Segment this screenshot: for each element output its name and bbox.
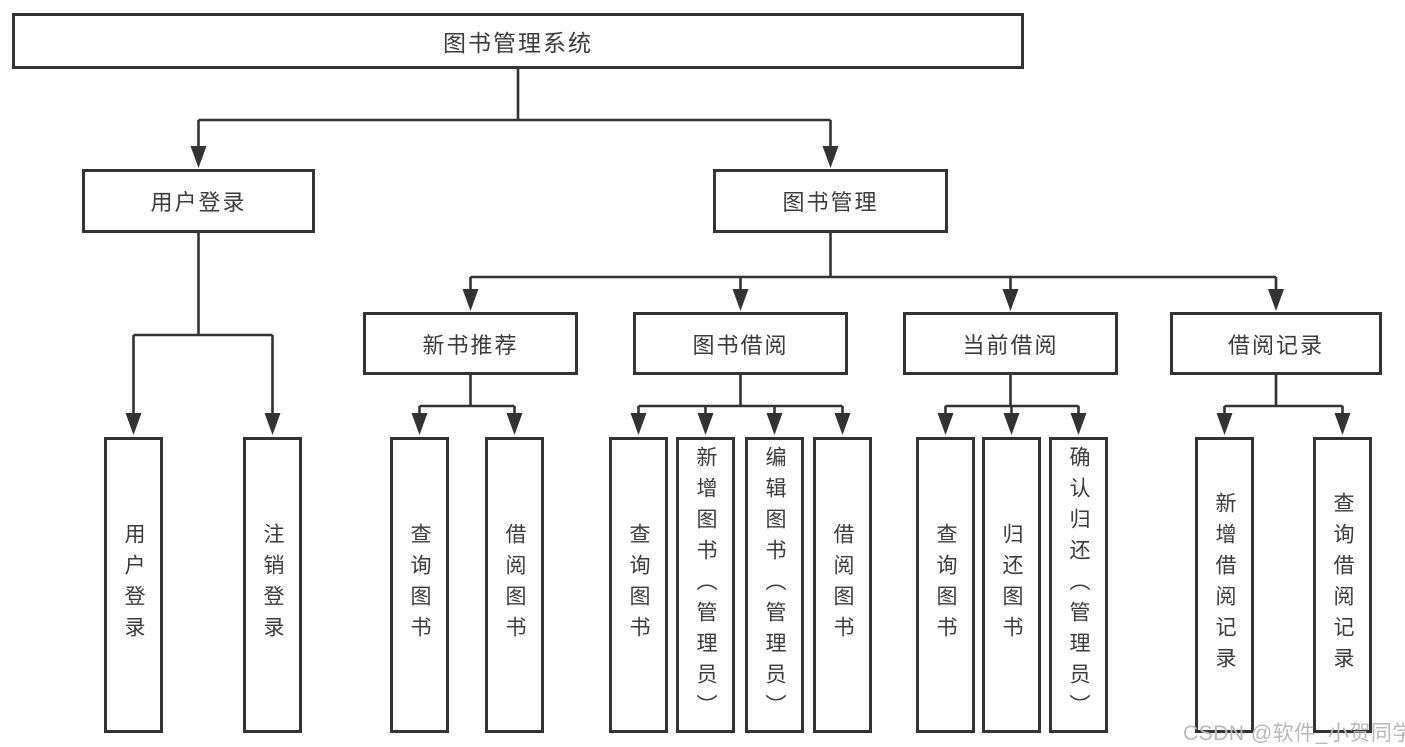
node-book-borrow: 图书借阅 (633, 312, 848, 375)
leaf-user-login: 用户登录 (104, 437, 163, 733)
leaf-newbook-query-books-label: 查询图书 (408, 523, 431, 647)
leaf-newbook-borrow-books-label: 借阅图书 (503, 523, 526, 647)
leaf-add-borrow-record-label: 新增借阅记录 (1213, 492, 1236, 678)
leaf-current-query-books: 查询图书 (916, 437, 975, 733)
leaf-query-borrow-record-label: 查询借阅记录 (1331, 492, 1354, 678)
node-user-login-label: 用户登录 (150, 190, 247, 215)
leaf-return-books: 归还图书 (982, 437, 1041, 733)
node-root: 图书管理系统 (12, 13, 1024, 69)
node-book-management-label: 图书管理 (782, 190, 879, 215)
watermark: CSDN @软件_小贺同学 (1183, 722, 1405, 745)
leaf-logout-label: 注销登录 (261, 523, 284, 647)
node-root-label: 图书管理系统 (443, 30, 593, 56)
leaf-add-books-admin: 新增图书（管理员） (676, 437, 735, 733)
node-book-management: 图书管理 (713, 169, 948, 233)
node-book-borrow-label: 图书借阅 (692, 332, 789, 358)
node-borrow-records: 借阅记录 (1170, 312, 1382, 375)
leaf-borrow-query-books-label: 查询图书 (627, 523, 650, 647)
node-user-login: 用户登录 (82, 169, 315, 233)
node-new-book-recommend: 新书推荐 (363, 312, 578, 375)
leaf-edit-books-admin: 编辑图书（管理员） (745, 437, 804, 733)
node-borrow-records-label: 借阅记录 (1227, 332, 1324, 358)
leaf-confirm-return-admin: 确认归还（管理员） (1049, 437, 1108, 733)
leaf-borrow-books-label: 借阅图书 (831, 523, 854, 647)
leaf-user-login-label: 用户登录 (122, 523, 145, 647)
node-new-book-recommend-label: 新书推荐 (422, 332, 519, 358)
leaf-edit-books-admin-label: 编辑图书（管理员） (763, 445, 786, 725)
leaf-query-borrow-record: 查询借阅记录 (1313, 437, 1372, 733)
leaf-newbook-borrow-books: 借阅图书 (485, 437, 544, 733)
leaf-borrow-books: 借阅图书 (813, 437, 872, 733)
leaf-confirm-return-admin-label: 确认归还（管理员） (1067, 445, 1090, 725)
leaf-return-books-label: 归还图书 (1000, 523, 1023, 647)
leaf-current-query-books-label: 查询图书 (934, 523, 957, 647)
leaf-newbook-query-books: 查询图书 (390, 437, 449, 733)
leaf-add-books-admin-label: 新增图书（管理员） (694, 445, 717, 725)
node-current-borrow: 当前借阅 (903, 312, 1118, 375)
leaf-logout: 注销登录 (243, 437, 302, 733)
node-current-borrow-label: 当前借阅 (962, 332, 1059, 358)
leaf-add-borrow-record: 新增借阅记录 (1195, 437, 1254, 733)
leaf-borrow-query-books: 查询图书 (609, 437, 668, 733)
